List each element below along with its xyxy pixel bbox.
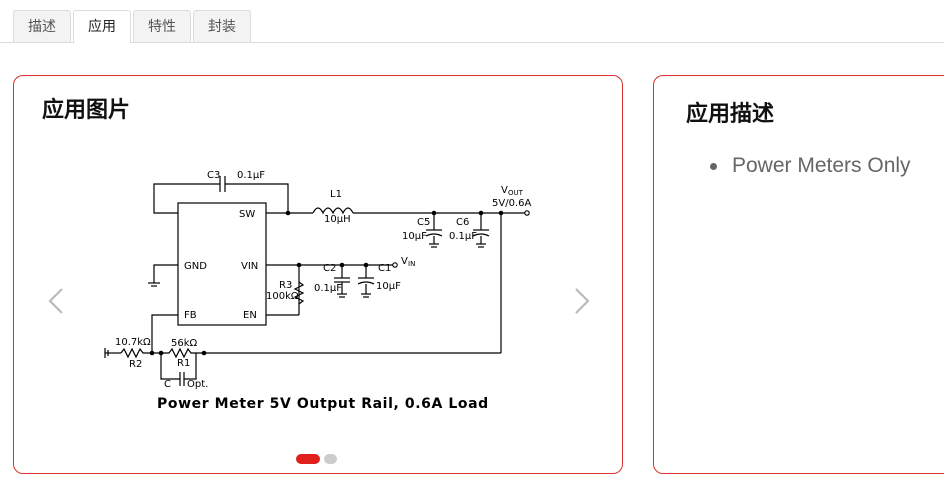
svg-text:0.1µF: 0.1µF <box>449 231 477 242</box>
svg-text:C3: C3 <box>207 170 220 181</box>
svg-text:GND: GND <box>184 261 207 272</box>
svg-text:10.7kΩ: 10.7kΩ <box>115 337 151 348</box>
tab-divider <box>0 42 944 43</box>
svg-text:C1: C1 <box>378 263 391 274</box>
app-desc-title: 应用描述 <box>686 101 775 126</box>
resistor-r3 <box>293 281 305 305</box>
c5-plate-b <box>425 233 443 237</box>
svg-text:VIN: VIN <box>241 261 258 272</box>
svg-text:V: V <box>501 185 508 196</box>
wire-c3-right <box>225 183 289 213</box>
tab-package[interactable]: 封装 <box>193 10 251 42</box>
svg-text:C2: C2 <box>323 263 336 274</box>
svg-text:0.1µF: 0.1µF <box>314 283 342 294</box>
resistor-r1 <box>152 347 204 359</box>
svg-text:L1: L1 <box>330 189 342 200</box>
schematic-diagram: C3 0.1µF L1 10µH V OUT 5V/0.6A C5 10µF C… <box>104 170 531 412</box>
svg-text:R1: R1 <box>177 358 190 369</box>
tab-bar: 描述 应用 特性 封装 <box>0 0 944 43</box>
application-list: Power Meters Only <box>708 152 911 180</box>
svg-text:OUT: OUT <box>508 189 524 197</box>
vin-terminal <box>392 262 398 268</box>
inductor-l1 <box>312 207 354 215</box>
svg-text:10µH: 10µH <box>324 214 351 225</box>
list-item: Power Meters Only <box>708 152 911 180</box>
resistor-r2 <box>120 347 152 359</box>
wire-c3-left <box>153 183 220 214</box>
svg-text:C5: C5 <box>417 217 430 228</box>
application-image-card <box>13 75 623 474</box>
tab-application[interactable]: 应用 <box>73 10 131 43</box>
wire-fb <box>151 314 178 353</box>
carousel-next-icon[interactable] <box>562 281 602 321</box>
carousel-dot[interactable] <box>324 454 337 464</box>
svg-text:100kΩ: 100kΩ <box>266 291 299 302</box>
svg-text:5V/0.6A: 5V/0.6A <box>492 198 531 209</box>
application-description-card <box>653 75 944 474</box>
app-image-title: 应用图片 <box>42 97 131 122</box>
svg-text:IN: IN <box>408 260 415 268</box>
svg-text:SW: SW <box>239 209 255 220</box>
c6-plate-b <box>472 233 490 237</box>
wire-copt-left <box>160 353 180 380</box>
schematic-caption: Power Meter 5V Output Rail, 0.6A Load <box>157 396 489 412</box>
vout-terminal <box>524 210 530 216</box>
svg-text:R2: R2 <box>129 359 142 370</box>
svg-text:C6: C6 <box>456 217 469 228</box>
svg-text:EN: EN <box>243 310 257 321</box>
svg-text:C: C <box>164 379 171 390</box>
c1-plate-b <box>357 281 375 285</box>
svg-text:56kΩ: 56kΩ <box>171 338 198 349</box>
svg-text:0.1µF: 0.1µF <box>237 170 265 181</box>
svg-text:10µF: 10µF <box>402 231 427 242</box>
wire-gnd <box>153 264 178 283</box>
svg-text:FB: FB <box>184 310 197 321</box>
tab-features[interactable]: 特性 <box>133 10 191 42</box>
tab-description[interactable]: 描述 <box>13 10 71 42</box>
carousel-dot-active[interactable] <box>296 454 320 464</box>
svg-text:10µF: 10µF <box>376 281 401 292</box>
wire-copt-right <box>184 353 197 380</box>
svg-text:Opt.: Opt. <box>187 379 208 390</box>
ic-box <box>177 202 267 326</box>
carousel-prev-icon[interactable] <box>38 281 78 321</box>
svg-text:V: V <box>401 256 408 267</box>
svg-text:R3: R3 <box>279 280 292 291</box>
